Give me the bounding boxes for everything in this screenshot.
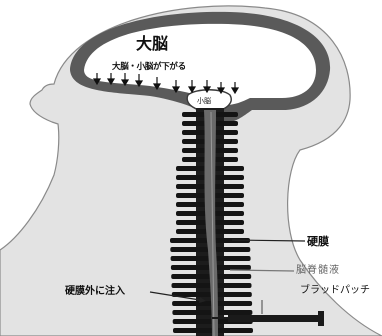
label-brain-descends: 大脳・小脳が下がる bbox=[112, 63, 186, 72]
label-cerebrum: 大脳 bbox=[136, 36, 168, 52]
label-csf: 脳脊髄液 bbox=[296, 266, 340, 276]
label-blood-patch: ブラッドパッチ bbox=[300, 286, 370, 296]
label-dura: 硬膜 bbox=[307, 236, 329, 247]
label-cerebellum: 小脳 bbox=[197, 98, 211, 105]
label-epidural-injection: 硬膜外に注入 bbox=[65, 287, 125, 297]
